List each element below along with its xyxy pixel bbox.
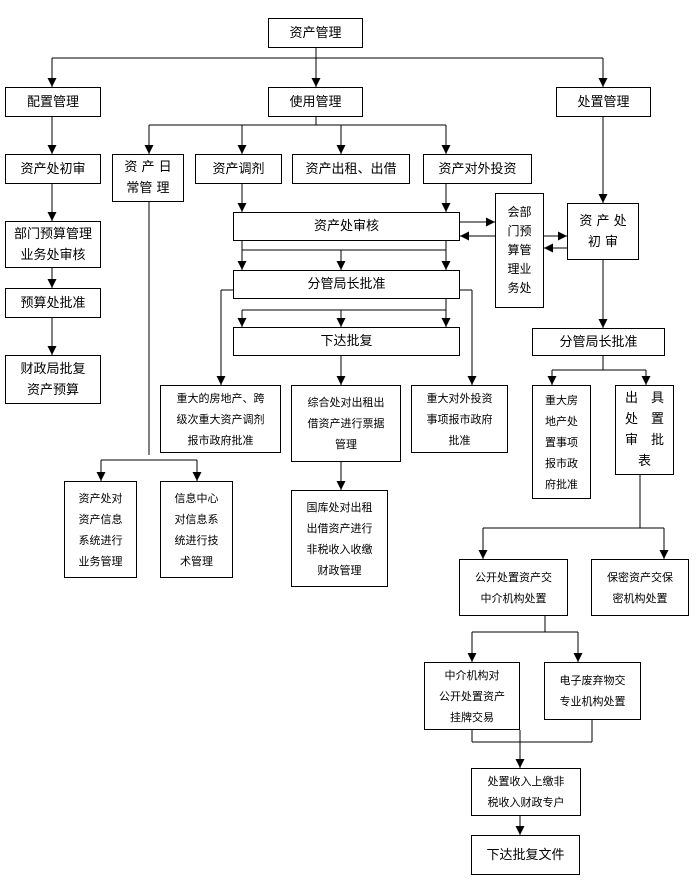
node-use-dept-budget-audit: 会部 门预 算管 理业 务处	[495, 193, 544, 308]
node-use-info-asset-office: 资产处对 资产信息 系统进行 业务管理	[64, 481, 137, 578]
node-use-info-center: 信息中心 对信息系 统进行技 术管理	[160, 481, 233, 578]
node-cfg-dept-budget-review: 部门预算管理 业务处审核	[5, 221, 101, 268]
node-disp-secret-agency: 保密资产交保 密机构处置	[591, 559, 689, 616]
node-disp-public-agency: 公开处置资产交 中介机构处置	[459, 559, 568, 616]
node-asset-management: 资产管理	[268, 18, 363, 48]
node-disp-agency-listing: 中介机构对 公开处置资产 挂牌交易	[424, 662, 520, 730]
node-use-management: 使用管理	[268, 87, 363, 117]
node-cfg-budget-approve: 预算处批准	[5, 288, 101, 318]
node-use-transfer: 资产调剂	[195, 154, 282, 184]
node-disp-income: 处置收入上缴非 税收入财政专户	[471, 768, 581, 816]
node-use-major-invest: 重大对外投资 事项报市政府 批准	[411, 385, 508, 453]
node-use-lease: 资产出租、出借	[292, 154, 410, 184]
node-disp-issue-form: 出 具 处 置 审 批 表	[615, 385, 674, 475]
node-use-invest: 资产对外投资	[423, 154, 532, 184]
node-use-comprehensive-office: 综合处对出租出 借资产进行票据 管理	[291, 385, 401, 462]
node-disp-initial-review: 资 产 处 初 审	[567, 203, 639, 260]
node-disp-ewaste: 电子废弃物交 专业机构处置	[544, 662, 641, 720]
node-disp-major-estate: 重大房 地产处 置事项 报市政 府批准	[532, 385, 591, 499]
node-use-approve: 分管局长批准	[233, 270, 460, 299]
node-dispose-management: 处置管理	[556, 87, 651, 117]
node-use-daily-management: 资 产 日 常管 理	[112, 154, 184, 202]
node-use-major-estate: 重大的房地产、跨 级次重大资产调剂 报市政府批准	[160, 385, 281, 453]
node-config-management: 配置管理	[5, 87, 101, 117]
node-cfg-finance-reply: 财政局批复 资产预算	[5, 355, 101, 404]
node-cfg-initial-review: 资产处初审	[5, 154, 101, 184]
node-use-treasury: 国库处对出租 出借资产进行 非税收入收缴 财政管理	[291, 490, 388, 587]
node-disp-approve: 分管局长批准	[532, 328, 665, 356]
node-use-issue-reply: 下达批复	[233, 327, 460, 356]
node-use-audit: 资产处审核	[233, 212, 460, 241]
node-disp-issue-document: 下达批复文件	[471, 835, 580, 875]
